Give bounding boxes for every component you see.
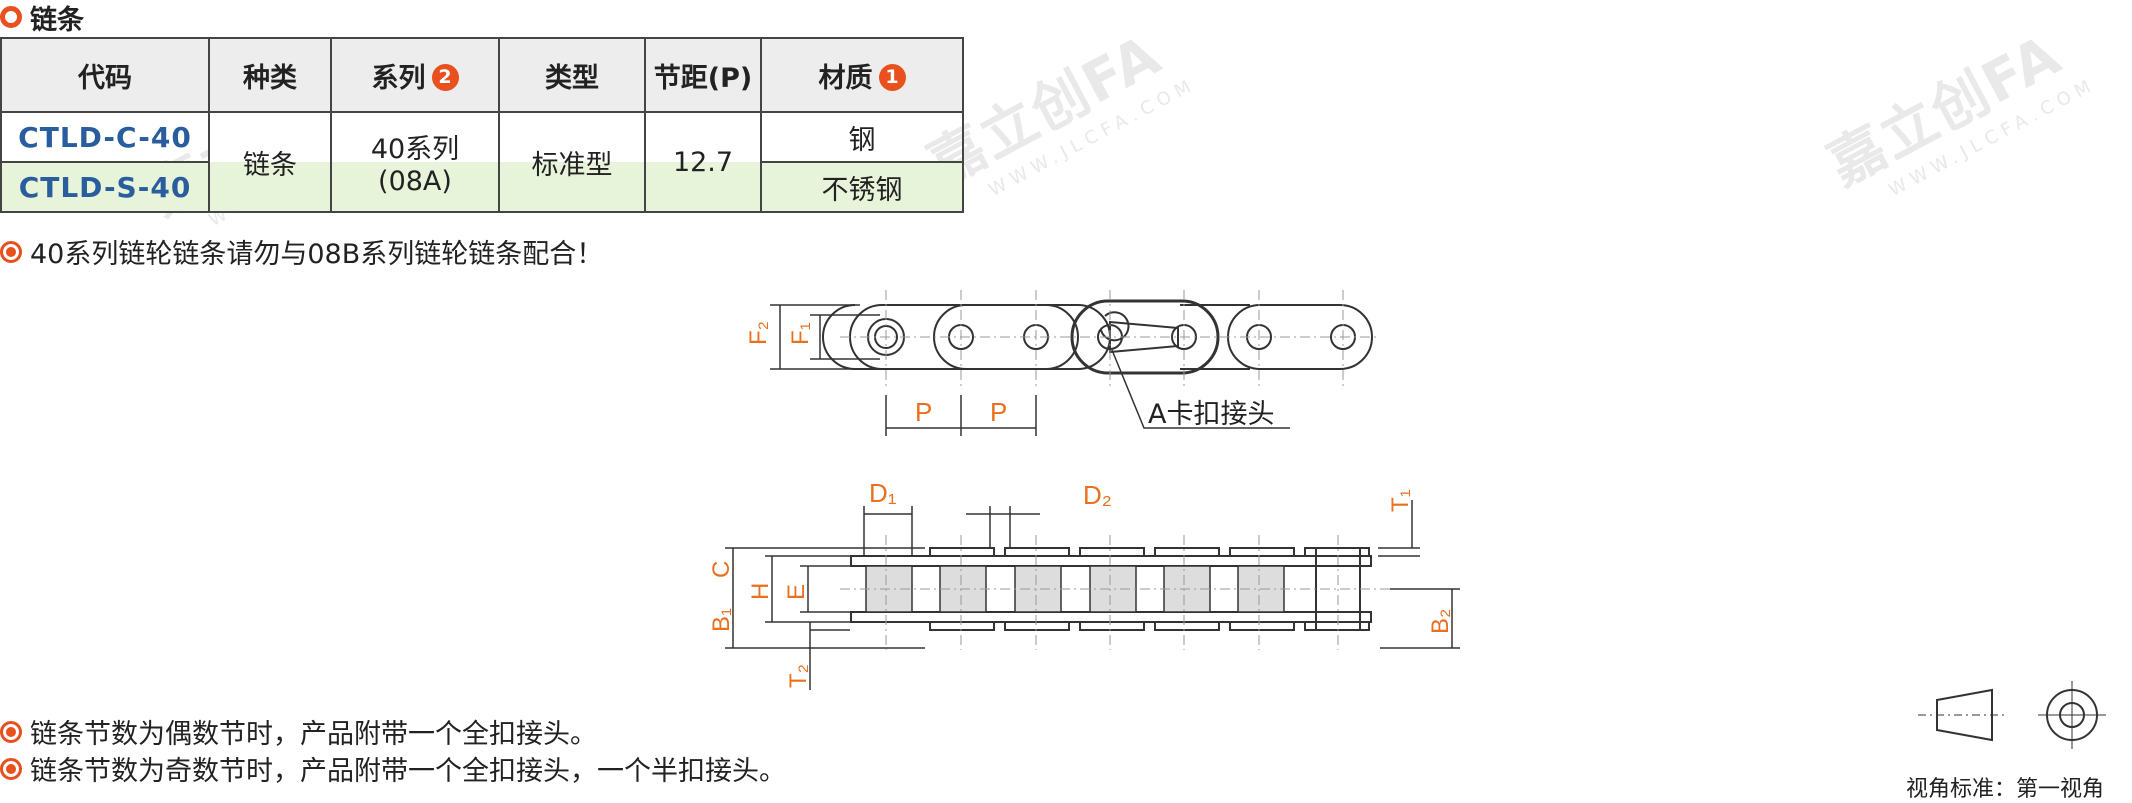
cell-material: 钢: [760, 111, 964, 163]
bullet-icon: [0, 757, 22, 780]
dimension-label: T₁: [1387, 489, 1414, 512]
cell-series: 40系列(08A): [330, 111, 500, 213]
dimension-label: B₁: [708, 608, 735, 632]
section-title: 链条: [30, 4, 84, 36]
dimension-label: F₁: [787, 322, 814, 345]
header-kind: 种类: [208, 37, 332, 113]
link-plate: [849, 304, 1111, 370]
table-row: CTLD-S-40 不锈钢: [0, 161, 964, 213]
bullet-icon: [0, 720, 22, 743]
note-compatibility: 40系列链轮链条请勿与08B系列链轮链条配合！: [0, 232, 603, 271]
bullet-icon: [0, 240, 22, 263]
dimension-label: P: [915, 397, 932, 427]
header-code: 代码: [0, 37, 210, 113]
dimension-label: T₂: [785, 664, 812, 688]
cell-pitch: 12.7: [644, 111, 762, 213]
link-plate: [1227, 304, 1373, 370]
dimension-label: H: [747, 583, 774, 600]
callout-clip-joint: A卡扣接头: [1148, 399, 1275, 430]
note-even-links: 链条节数为偶数节时，产品附带一个全扣接头。: [0, 712, 597, 751]
dimension-label: D₁: [869, 478, 897, 508]
link-plate: [822, 304, 1250, 370]
dimension-label: D₂: [1083, 480, 1112, 510]
product-code[interactable]: CTLD-S-40: [0, 161, 210, 213]
header-type: 类型: [498, 37, 646, 113]
link-plate: [1070, 299, 1220, 375]
dimension-label: F₂: [745, 321, 772, 345]
dimension-label: E: [783, 584, 810, 600]
dimension-label: B₂: [1427, 609, 1454, 634]
table-row: CTLD-C-40 链条 40系列(08A) 标准型 12.7 钢: [0, 111, 964, 213]
note-badge: 2: [431, 63, 459, 91]
cell-kind: 链条: [208, 111, 332, 213]
cell-type: 标准型: [498, 111, 646, 213]
note-badge: 1: [878, 63, 906, 91]
link-plate: [933, 304, 1079, 370]
cell-material: 不锈钢: [760, 161, 964, 213]
section-header: 链条: [0, 0, 84, 36]
clip-icon: [1109, 320, 1179, 354]
product-code[interactable]: CTLD-C-40: [0, 111, 210, 163]
projection-symbol: [1918, 681, 2106, 749]
note-odd-links: 链条节数为奇数节时，产品附带一个全扣接头，一个半扣接头。: [0, 749, 786, 788]
header-pitch: 节距(P): [644, 37, 762, 113]
circle-icon: [0, 6, 22, 28]
projection-label: 视角标准：第一视角: [1906, 777, 2105, 802]
dimension-label: C: [708, 561, 735, 578]
dimension-label: P: [990, 397, 1007, 427]
